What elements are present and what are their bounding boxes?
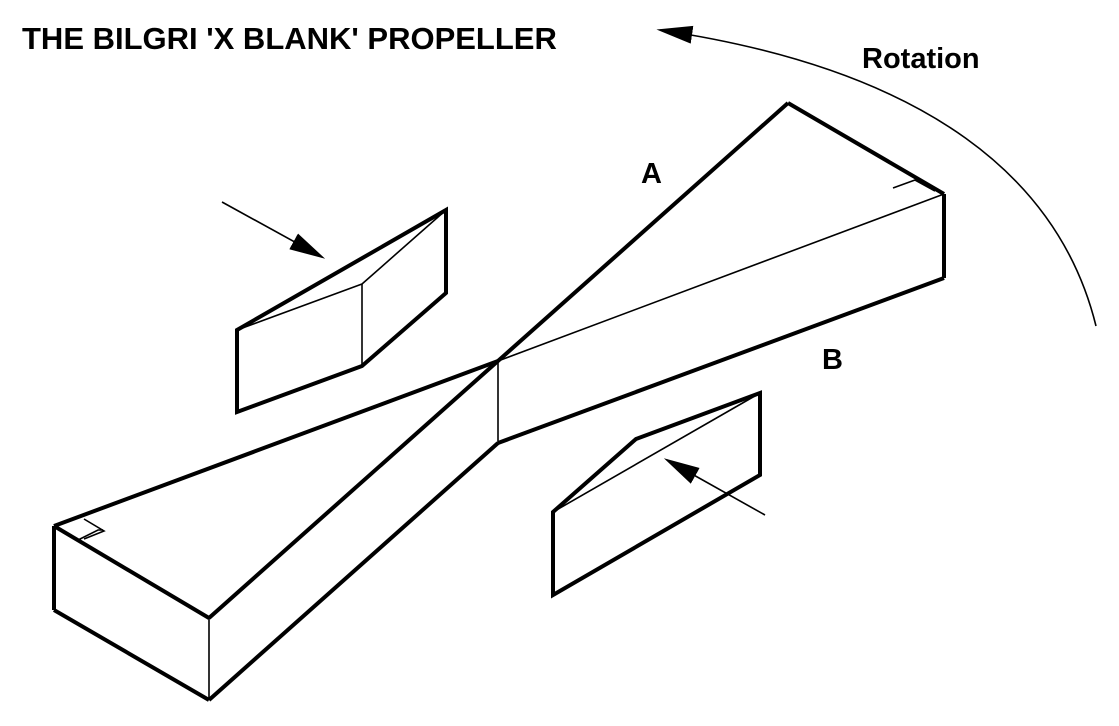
diagram-title: THE BILGRI 'X BLANK' PROPELLER <box>22 21 557 56</box>
right-angle-mark-left-b <box>83 518 106 540</box>
propeller-blank <box>52 101 946 702</box>
upper-wedge-inner-diagonal <box>361 209 447 285</box>
edge-label-a: A <box>641 158 662 190</box>
lower-wedge-piece <box>551 390 762 599</box>
left-tip-bottom-edge <box>52 608 211 702</box>
upper-wedge-outline <box>235 206 448 415</box>
rotation-arrow <box>656 25 1097 327</box>
lower-wedge-arrow <box>663 458 766 516</box>
lower-wedge-outline <box>551 390 762 599</box>
right-tip-top-edge <box>786 101 946 196</box>
upper-wedge-top-diagonal <box>236 283 363 331</box>
blade-twist-line-right <box>497 193 945 362</box>
blade-lower-edge <box>207 441 500 702</box>
left-tip-top-edge <box>52 524 211 620</box>
edge-label-b: B <box>822 344 843 376</box>
upper-wedge-piece <box>235 206 448 415</box>
blade-b-edge <box>497 276 945 445</box>
right-angle-mark-right <box>892 179 936 192</box>
blade-upper-trailing-edge <box>53 359 499 528</box>
right-angle-mark-left <box>77 529 103 541</box>
blade-twist-line-left <box>208 360 499 619</box>
rotation-label: Rotation <box>862 43 980 75</box>
lower-wedge-diagonal <box>552 392 761 513</box>
upper-wedge-arrow <box>221 201 326 259</box>
